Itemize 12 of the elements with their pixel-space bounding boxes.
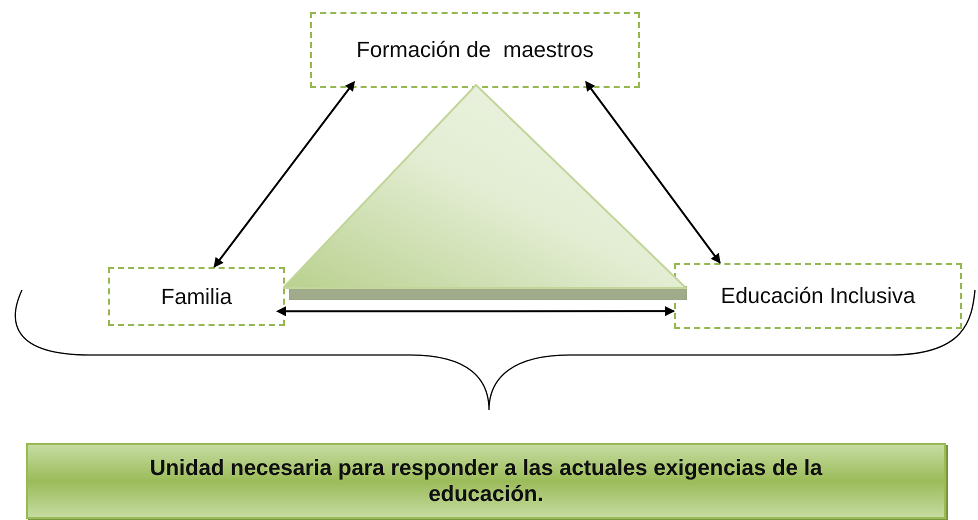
triangle-shape	[283, 84, 687, 300]
dashed-box	[108, 267, 285, 326]
node-label: Formación de maestros	[356, 37, 594, 63]
summary-text: Unidad necesaria para responder a las actuales exigencias de la educación.	[148, 454, 824, 508]
dashed-box	[674, 263, 962, 329]
node-label: Familia	[161, 284, 232, 310]
double-arrow	[585, 80, 721, 264]
node-label: Educación Inclusiva	[720, 283, 916, 309]
double-arrow	[276, 306, 675, 316]
summary-banner	[26, 443, 946, 519]
dashed-box	[310, 12, 640, 88]
double-arrow	[213, 80, 356, 268]
